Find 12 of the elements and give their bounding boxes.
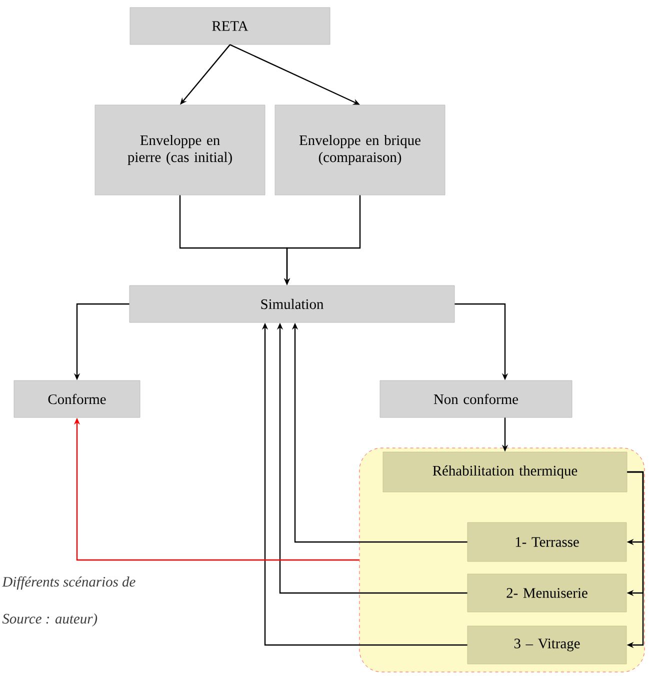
process-box: 1- Terrasse	[467, 522, 627, 562]
process-box: Enveloppe en brique (comparaison)	[274, 104, 446, 196]
caption-text: Différents scénarios de	[2, 576, 136, 590]
process-box: 2- Menuiserie	[467, 574, 627, 612]
process-box: 3 – Vitrage	[467, 626, 627, 664]
process-box: Enveloppe en pierre (cas initial)	[94, 104, 266, 196]
process-box: Conforme	[14, 380, 140, 418]
process-box: RETA	[130, 7, 330, 45]
process-box: Non conforme	[380, 380, 572, 418]
caption-text: Source : auteur)	[2, 613, 98, 627]
process-box: Simulation	[129, 285, 455, 323]
process-box: Réhabilitation thermique	[382, 452, 628, 492]
